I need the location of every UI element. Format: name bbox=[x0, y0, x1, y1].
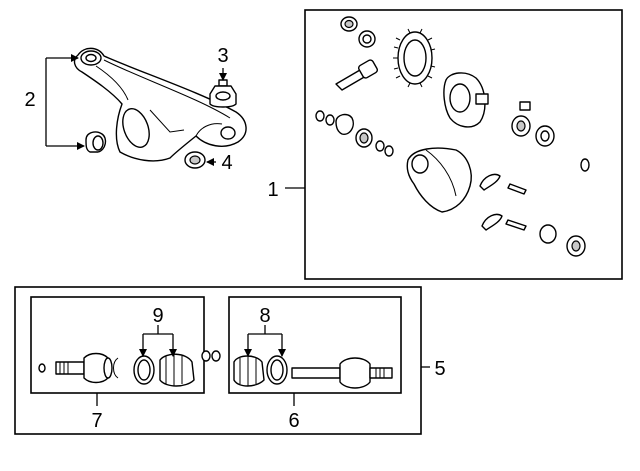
callout-5-label: 5 bbox=[434, 358, 445, 380]
crossmember-bushing[interactable] bbox=[85, 131, 107, 153]
callout-3-label: 3 bbox=[217, 45, 228, 67]
callout-9-leader bbox=[139, 325, 177, 357]
callout-4-label: 4 bbox=[221, 152, 232, 174]
outer-joint-box bbox=[228, 296, 402, 394]
callout-6-label: 6 bbox=[288, 410, 299, 432]
callout-7-label: 7 bbox=[91, 410, 102, 432]
mount-insulator[interactable] bbox=[209, 79, 237, 108]
inner-cv-joint-parts[interactable] bbox=[38, 350, 221, 387]
outer-cv-joint-parts[interactable] bbox=[233, 355, 393, 389]
callout-2-label: 2 bbox=[24, 89, 35, 111]
callout-8-leader bbox=[244, 325, 286, 357]
inner-joint-box bbox=[30, 296, 205, 394]
callout-9-label: 9 bbox=[152, 305, 163, 327]
differential-parts[interactable] bbox=[315, 16, 590, 257]
callout-2-leader bbox=[45, 54, 85, 150]
callout-8-label: 8 bbox=[259, 305, 270, 327]
crossmember-assembly[interactable] bbox=[73, 47, 247, 162]
callout-1-label: 1 bbox=[267, 179, 278, 201]
axle-outer-box bbox=[14, 286, 422, 435]
differential-box bbox=[304, 9, 623, 280]
bushing-part-4[interactable] bbox=[184, 151, 206, 169]
